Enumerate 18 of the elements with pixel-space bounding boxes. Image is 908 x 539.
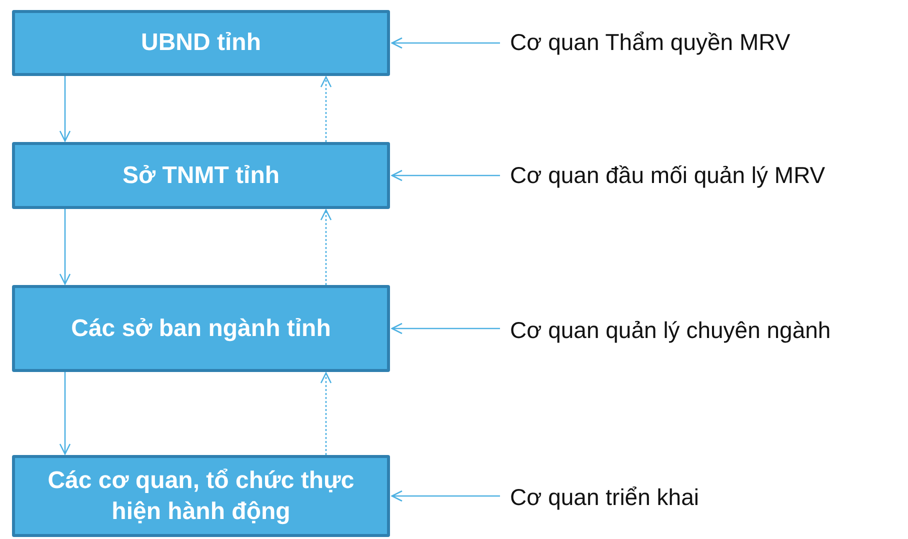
process-box: Sở TNMT tỉnh xyxy=(12,142,390,209)
arrow xyxy=(320,372,332,455)
arrow xyxy=(391,37,500,49)
arrow xyxy=(320,76,332,142)
process-box: Các cơ quan, tổ chức thực hiện hành động xyxy=(12,455,390,537)
role-label: Cơ quan triển khai xyxy=(510,481,770,513)
arrow xyxy=(320,209,332,285)
role-label: Cơ quan đầu mối quản lý MRV xyxy=(510,159,890,191)
arrow xyxy=(59,372,71,455)
arrow xyxy=(391,170,500,182)
process-box: Các sở ban ngành tỉnh xyxy=(12,285,390,372)
process-box: UBND tỉnh xyxy=(12,10,390,76)
role-label: Cơ quan quản lý chuyên ngành xyxy=(510,314,906,346)
arrow xyxy=(59,209,71,285)
role-label: Cơ quan Thẩm quyền MRV xyxy=(510,26,850,58)
arrow xyxy=(391,322,500,334)
arrow xyxy=(391,490,500,502)
arrow xyxy=(59,76,71,142)
